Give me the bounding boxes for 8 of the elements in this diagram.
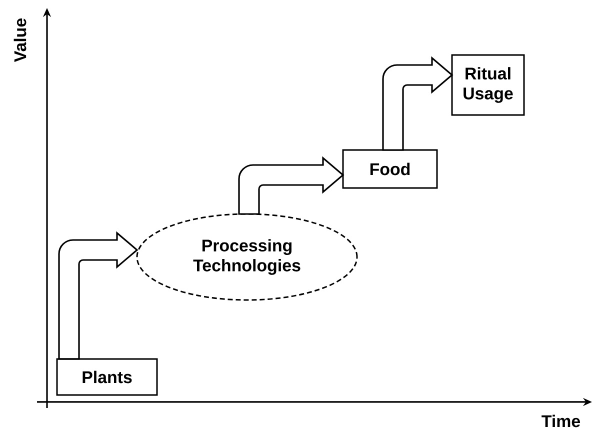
axis-label: Value (14, 18, 26, 62)
bent-arrow (238, 157, 344, 215)
label-box: Plants (56, 358, 158, 396)
axis-label: Time (542, 414, 580, 428)
label-box: Food (342, 149, 438, 189)
label-box: Ritual Usage (451, 54, 525, 116)
bent-arrow (382, 57, 453, 151)
bent-arrow (58, 232, 138, 360)
